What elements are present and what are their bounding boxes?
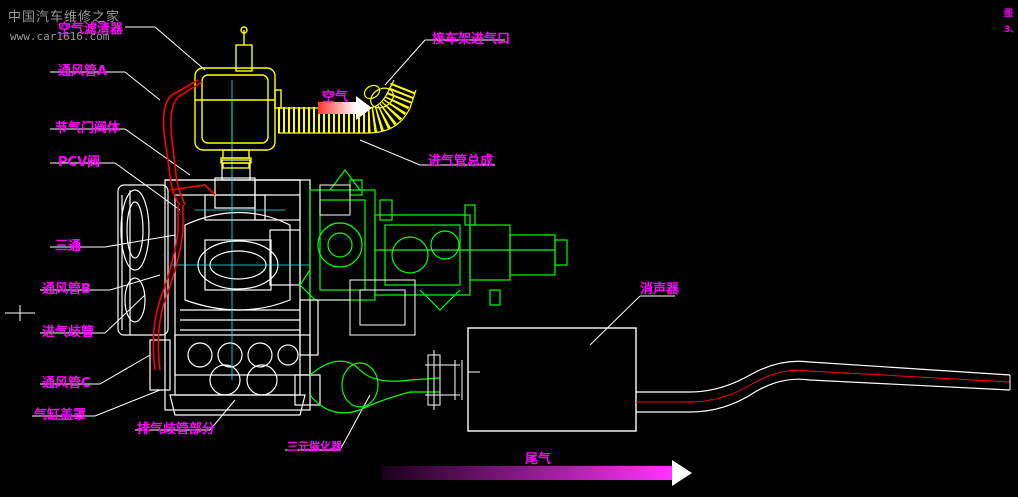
label-cylinder-cover: 气缸盖罩 [34,408,87,423]
label-muffler: 消声器 [640,282,680,297]
engine-block [117,159,321,416]
watermark-url: www.car1616.com [10,30,110,43]
label-vent-pipe-c: 通风管C [42,376,91,391]
air-arrow [318,96,372,120]
label-catalytic-converter: 三元催化器 [287,440,342,453]
transmission [299,169,568,311]
label-air: 空气 [322,90,349,105]
label-exhaust-gas: 尾气 [525,452,552,467]
corner-text-1: 图 [1004,9,1014,19]
corner-text-2: 3、 [1004,25,1018,35]
exhaust-flange [425,350,463,410]
reference-marker [5,305,35,321]
label-intake-pipe-assembly: 进气管总成 [428,154,494,169]
muffler-shape [467,327,637,432]
label-exhaust-manifold: 排气歧管部分 [137,422,216,437]
label-vent-pipe-b: 通风管B [42,282,91,297]
label-air-filter: 空气滤清器 [58,22,124,37]
label-vent-pipe-a: 通风管A [58,64,108,79]
leader-lines [32,26,675,451]
exhaust-gas-arrow [382,460,692,486]
watermark-site-name: 中国汽车维修之家 [8,10,121,25]
label-intake-port: 接车架进气口 [432,32,511,47]
label-tee: 三通 [55,239,82,254]
tailpipe [636,360,1011,413]
label-intake-manifold: 进气歧管 [42,325,95,340]
catalytic-converter [309,360,441,414]
engine-centerlines [170,100,310,380]
label-throttle-body: 节气门阀体 [55,121,121,136]
air-filter [194,26,282,169]
transmission-details [300,184,416,336]
label-pcv-valve: PCV阀 [58,155,101,170]
vent-pipes [152,79,216,371]
